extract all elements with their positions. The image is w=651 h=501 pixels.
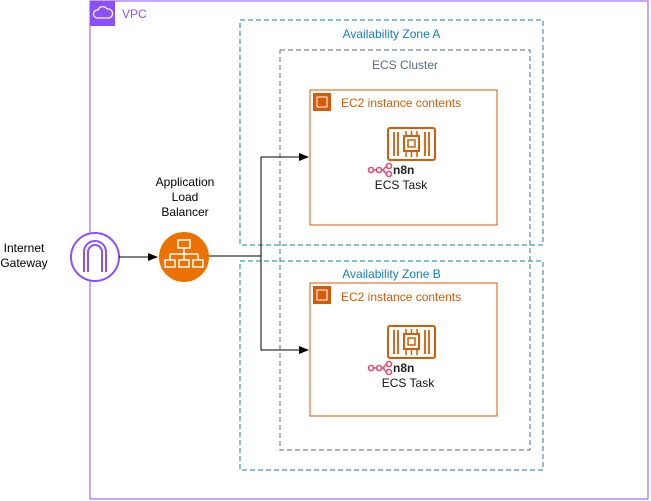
ecs-cluster-group (279, 49, 531, 451)
chip-icon (387, 127, 436, 161)
ec2-instance-icon (313, 93, 331, 111)
n8n-logo-icon (367, 360, 393, 376)
availability-zone-b-label: Availability Zone B (342, 267, 441, 281)
availability-zone-a-label: Availability Zone A (342, 27, 441, 41)
ec2-instance-a-label: EC2 instance contents (341, 96, 462, 110)
ecs-task-label: ECS Task (374, 178, 428, 192)
internet-gateway-icon (70, 232, 120, 282)
n8n-label: n8n (393, 361, 415, 375)
vpc-icon (90, 1, 115, 26)
n8n-label: n8n (393, 163, 415, 177)
alb-to-instance-b-arrow (260, 256, 309, 354)
internet-gateway-label: Internet Gateway (0, 241, 48, 270)
load-balancer-icon (159, 232, 209, 282)
application-load-balancer-label: Application Load Balancer (155, 175, 215, 219)
alb-to-instance-a-arrow (209, 153, 309, 257)
ec2-instance-icon (313, 286, 331, 304)
ec2-instance-b-label: EC2 instance contents (341, 290, 462, 304)
ecs-cluster-label: ECS Cluster (371, 58, 439, 72)
chip-icon (387, 325, 436, 359)
ec2-instance-a (309, 89, 498, 226)
ecs-task-label: ECS Task (381, 376, 435, 390)
n8n-logo-icon (367, 162, 393, 178)
vpc-label: VPC (122, 7, 147, 21)
